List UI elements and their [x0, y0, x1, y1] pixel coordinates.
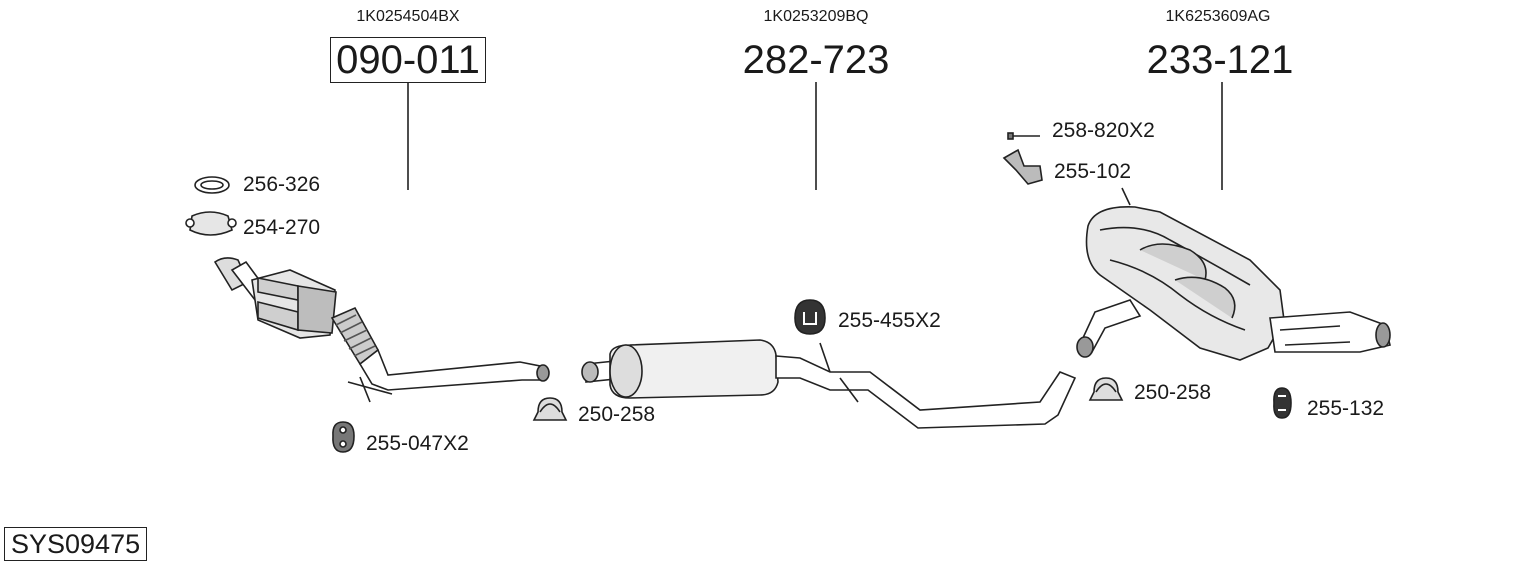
oem-number-rear: 1K6253609AG — [1165, 8, 1271, 25]
label-flange-clamp[interactable]: 254-270 — [243, 216, 321, 239]
gasket-icon — [194, 176, 230, 194]
part-number-catalyst-text: 090-011 — [330, 37, 486, 83]
pipe-clamp-rear-icon — [1088, 377, 1124, 401]
label-bracket[interactable]: 255-102 — [1054, 160, 1132, 183]
label-hanger-rear[interactable]: 255-132 — [1307, 397, 1385, 420]
middle-silencer-drawing — [581, 339, 1077, 429]
oem-number-catalyst: 1K0254504BX — [356, 8, 460, 25]
label-hanger-front[interactable]: 255-047X2 — [366, 432, 469, 455]
label-bolt[interactable]: 258-820X2 — [1052, 119, 1155, 142]
oem-number-middle: 1K0253209BQ — [763, 8, 869, 25]
bolt-icon — [1007, 132, 1040, 140]
catalytic-converter-drawing — [213, 257, 550, 403]
label-hanger-mid[interactable]: 255-455X2 — [838, 309, 941, 332]
label-clamp-front[interactable]: 250-258 — [578, 403, 656, 426]
system-number: SYS09475 — [4, 527, 148, 561]
rubber-hanger-rear-icon — [1273, 387, 1292, 419]
flange-clamp-icon — [185, 211, 237, 236]
rubber-mount-icon — [794, 299, 826, 335]
part-number-catalyst[interactable]: 090-011 — [288, 37, 528, 83]
bracket-icon — [1002, 148, 1043, 185]
label-clamp-rear[interactable]: 250-258 — [1134, 381, 1212, 404]
rear-silencer-drawing — [1076, 187, 1391, 361]
pipe-clamp-icon — [532, 397, 568, 421]
rubber-hanger-icon — [332, 421, 355, 453]
part-number-rear[interactable]: 233-121 — [1146, 38, 1294, 82]
part-number-middle[interactable]: 282-723 — [742, 38, 890, 82]
label-gasket[interactable]: 256-326 — [243, 173, 321, 196]
